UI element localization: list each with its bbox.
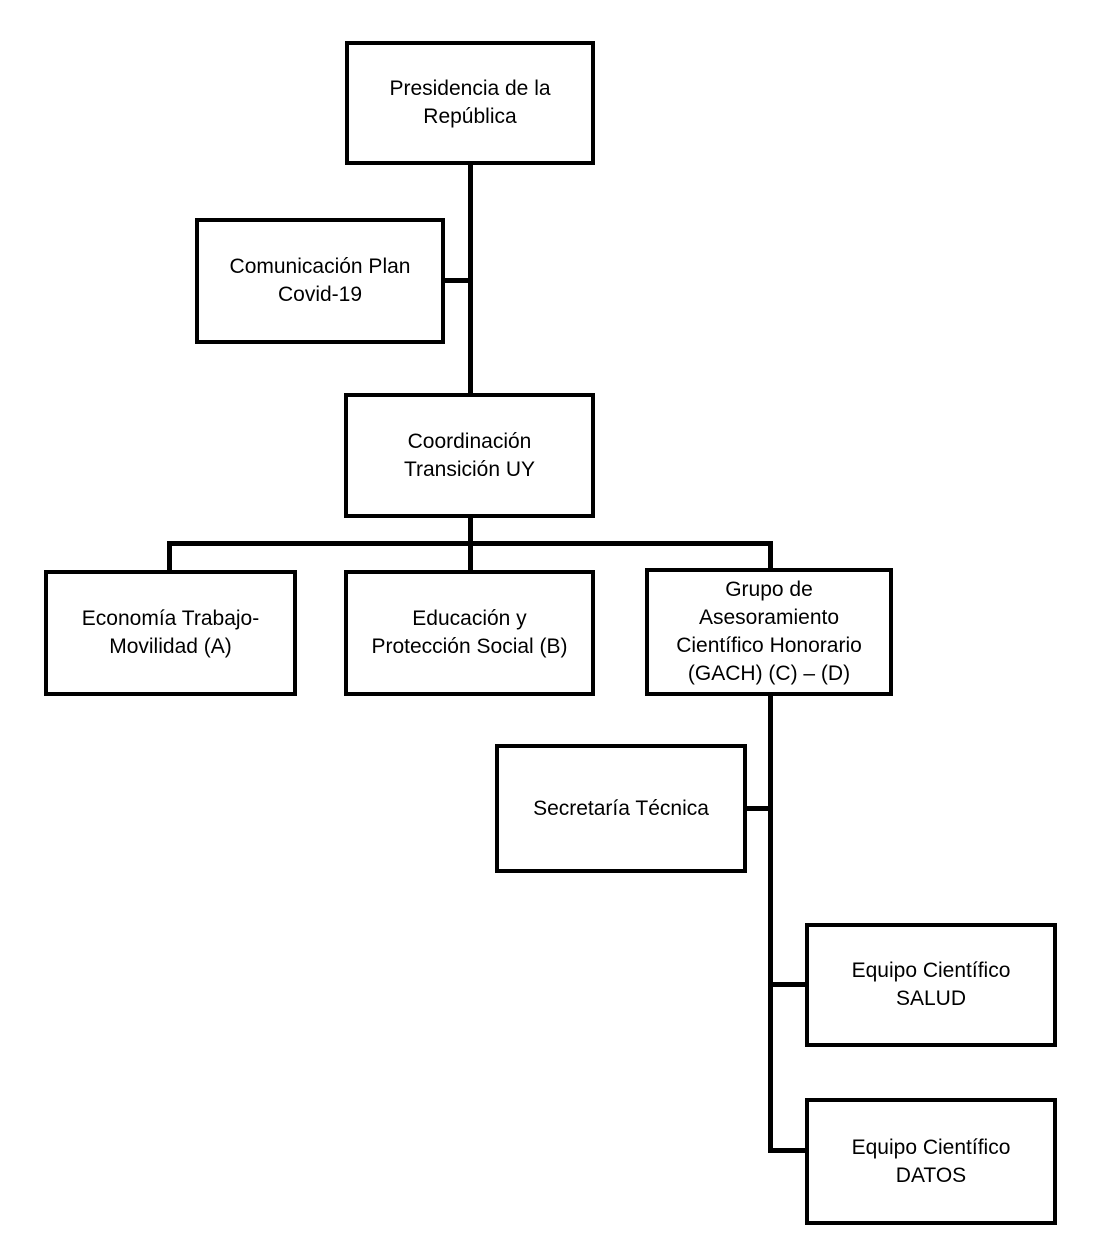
connector-coordinacion-down xyxy=(468,518,473,546)
org-box-economia-trabajo-movilidad: Economía Trabajo- Movilidad (A) xyxy=(44,570,297,696)
connector-drop-economia xyxy=(167,541,172,571)
org-box-comunicacion-plan-covid19: Comunicación Plan Covid-19 xyxy=(195,218,445,344)
org-box-equipo-cientifico-datos: Equipo Científico DATOS xyxy=(805,1098,1057,1225)
org-box-presidencia: Presidencia de la República xyxy=(345,41,595,165)
org-box-secretaria-tecnica: Secretaría Técnica xyxy=(495,744,747,873)
org-box-gach: Grupo de Asesoramiento Científico Honora… xyxy=(645,568,893,696)
org-box-equipo-cientifico-salud: Equipo Científico SALUD xyxy=(805,923,1057,1047)
connector-drop-educacion xyxy=(468,541,473,571)
connector-gach-spine xyxy=(768,696,773,1153)
connector-salud-stub xyxy=(770,982,805,987)
org-box-educacion-proteccion-social: Educación y Protección Social (B) xyxy=(344,570,595,696)
org-box-coordinacion-transicion-uy: Coordinación Transición UY xyxy=(344,393,595,518)
connector-datos-stub xyxy=(770,1148,805,1153)
connector-secretaria-stub xyxy=(745,806,773,811)
connector-comunicacion-stub xyxy=(443,278,473,283)
connector-drop-gach xyxy=(768,541,773,569)
